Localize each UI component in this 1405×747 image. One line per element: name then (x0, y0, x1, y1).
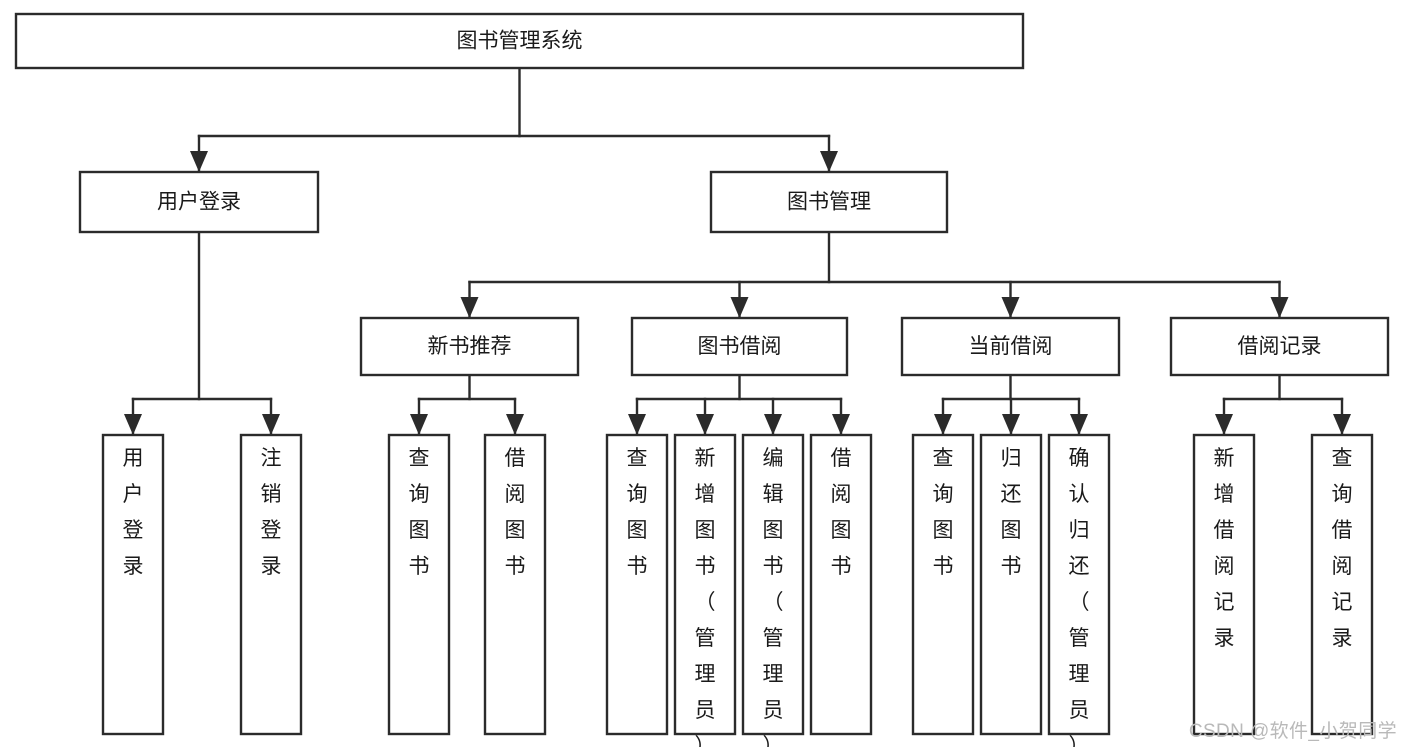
node-leaf-user-logout[interactable]: 注销登录 (239, 433, 303, 736)
node-leaf-borrow-book-2[interactable]: 借阅图书 (809, 433, 873, 736)
node-borrow-record[interactable]: 借阅记录 (1169, 316, 1390, 377)
node-root[interactable]: 图书管理系统 (14, 12, 1025, 70)
arrow-head (934, 414, 952, 435)
node-label: 图书管理 (787, 191, 871, 214)
node-label: 新增图书（管理员） (695, 447, 716, 747)
node-book-manage[interactable]: 图书管理 (709, 170, 949, 234)
node-box (1047, 433, 1111, 736)
node-box (630, 316, 849, 377)
arrow-head (1002, 414, 1020, 435)
node-leaf-query-book-3[interactable]: 查询图书 (911, 433, 975, 736)
node-box (979, 433, 1043, 736)
node-leaf-query-book-2[interactable]: 查询图书 (605, 433, 669, 736)
node-box (709, 170, 949, 234)
node-leaf-add-record[interactable]: 新增借阅记录 (1192, 433, 1256, 736)
node-label: 查询图书 (627, 447, 648, 578)
arrow-head (506, 414, 524, 435)
node-box (14, 12, 1025, 70)
arrow-head (190, 151, 208, 172)
node-current-borrow[interactable]: 当前借阅 (900, 316, 1121, 377)
arrow-head (1001, 297, 1020, 318)
node-leaf-edit-book[interactable]: 编辑图书（管理员） (741, 433, 805, 747)
node-leaf-confirm-return[interactable]: 确认归还（管理员） (1047, 433, 1111, 747)
node-box (359, 316, 580, 377)
node-label: 注销登录 (261, 447, 282, 578)
arrow-head (1215, 414, 1233, 435)
node-box (239, 433, 303, 736)
node-label: 确认归还（管理员） (1069, 447, 1090, 747)
arrow-head (262, 414, 280, 435)
node-new-book-rec[interactable]: 新书推荐 (359, 316, 580, 377)
node-user-login[interactable]: 用户登录 (78, 170, 320, 234)
node-label: 编辑图书（管理员） (763, 447, 784, 747)
node-label: 新增借阅记录 (1214, 447, 1235, 650)
arrow-head (1270, 297, 1289, 318)
node-layer: 图书管理系统用户登录图书管理新书推荐图书借阅当前借阅借阅记录用户登录注销登录查询… (14, 12, 1390, 747)
arrow-head (410, 414, 428, 435)
node-label: 用户登录 (157, 191, 241, 214)
arrow-head (730, 297, 749, 318)
edge-layer (124, 66, 1351, 435)
arrow-head (1333, 414, 1351, 435)
node-label: 查询图书 (933, 447, 954, 578)
node-label: 借阅图书 (831, 447, 852, 578)
node-box (605, 433, 669, 736)
node-box (1310, 433, 1374, 736)
arrow-head (696, 414, 714, 435)
node-label: 归还图书 (1001, 447, 1022, 578)
node-box (101, 433, 165, 736)
node-label: 查询借阅记录 (1332, 447, 1353, 650)
node-leaf-add-book[interactable]: 新增图书（管理员） (673, 433, 737, 747)
node-leaf-query-record[interactable]: 查询借阅记录 (1310, 433, 1374, 736)
node-label: 新书推荐 (428, 335, 512, 358)
node-label: 借阅图书 (505, 447, 526, 578)
node-label: 借阅记录 (1238, 335, 1322, 358)
node-box (1169, 316, 1390, 377)
node-leaf-borrow-book-1[interactable]: 借阅图书 (483, 433, 547, 736)
node-box (911, 433, 975, 736)
node-label: 图书管理系统 (457, 30, 583, 53)
node-box (741, 433, 805, 736)
node-book-borrow[interactable]: 图书借阅 (630, 316, 849, 377)
arrow-head (1070, 414, 1088, 435)
node-leaf-query-book-1[interactable]: 查询图书 (387, 433, 451, 736)
node-label: 用户登录 (123, 447, 144, 578)
node-box (900, 316, 1121, 377)
node-box (483, 433, 547, 736)
node-leaf-return-book[interactable]: 归还图书 (979, 433, 1043, 736)
node-box (809, 433, 873, 736)
node-box (387, 433, 451, 736)
arrow-head (628, 414, 646, 435)
node-label: 当前借阅 (969, 335, 1053, 358)
node-box (78, 170, 320, 234)
arrow-head (820, 151, 838, 172)
arrow-head (832, 414, 850, 435)
node-box (1192, 433, 1256, 736)
arrow-head (124, 414, 142, 435)
node-box (673, 433, 737, 736)
node-label: 查询图书 (409, 447, 430, 578)
node-leaf-user-login[interactable]: 用户登录 (101, 433, 165, 736)
arrow-head (460, 297, 479, 318)
node-label: 图书借阅 (698, 335, 782, 358)
arrow-head (764, 414, 782, 435)
